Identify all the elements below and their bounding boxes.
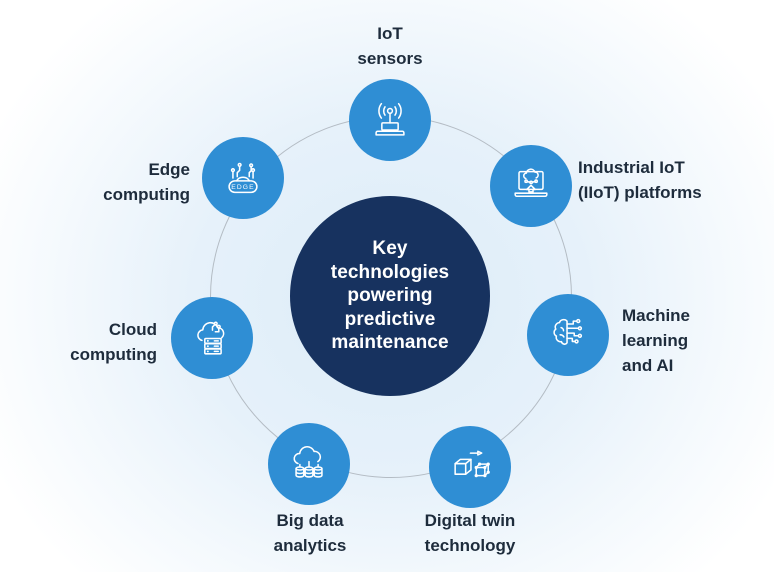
cube-twin-arrow-icon [454,450,490,478]
node-edge-computing: EDGE [202,137,284,219]
laptop-cloud-upload-icon [514,168,548,198]
label-digital-twin: Digital twin technology [424,511,516,555]
node-big-data-analytics [268,423,350,505]
center-circle: Key technologies powering predictive mai… [290,196,490,396]
node-cloud-computing [171,297,253,379]
label-iot-sensors: IoT sensors [357,24,423,68]
node-iiot-platforms [490,145,572,227]
antenna-signal-icon [375,102,405,136]
cloud-server-icon [197,321,225,355]
label-iiot-platforms: Industrial IoT (IIoT) platforms [578,158,702,202]
node-iot-sensors [349,79,431,161]
label-edge-computing: Edge computing [103,160,190,204]
cloud-databases-icon [293,446,323,478]
edge-cloud-circuit-icon: EDGE [228,162,258,194]
node-machine-learning-ai [527,294,609,376]
label-cloud-computing: Cloud computing [70,320,157,364]
brain-circuit-icon [553,318,583,345]
center-title: Key technologies powering predictive mai… [330,238,450,354]
label-big-data-analytics: Big data analytics [273,511,347,555]
node-digital-twin [429,426,511,508]
edge-icon-text: EDGE [231,184,255,191]
label-machine-learning-ai: Machine learning and AI [622,306,691,375]
